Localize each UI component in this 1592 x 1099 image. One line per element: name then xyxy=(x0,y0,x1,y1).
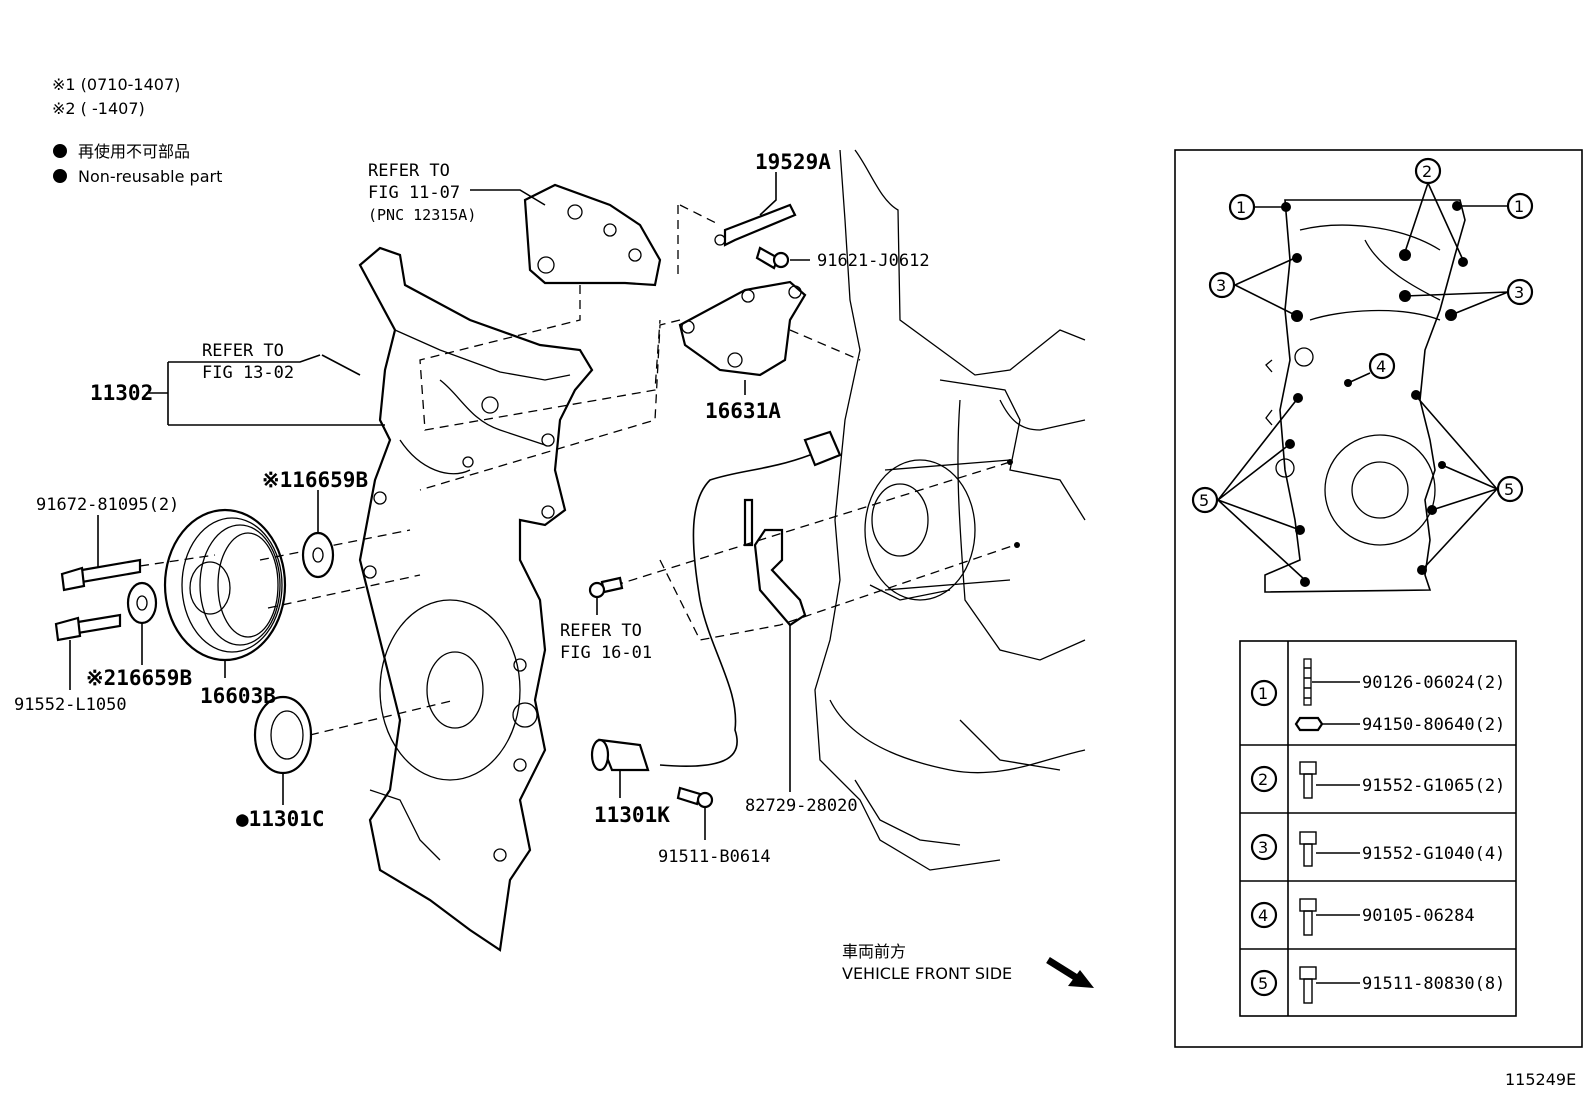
crank-pulley xyxy=(163,508,421,662)
legend-jp: 再使用不可部品 xyxy=(78,142,190,161)
leader-lines xyxy=(69,172,810,840)
bracket-19529A xyxy=(679,203,797,247)
bolt-91621 xyxy=(755,246,790,270)
non-reusable-dot-icon xyxy=(53,144,67,158)
part-16659B-2: ※216659B xyxy=(86,666,192,690)
table-key-3: 3 xyxy=(1258,838,1268,857)
part-91621: 91621-J0612 xyxy=(817,251,930,271)
refer-top-line1: REFER TO xyxy=(368,161,450,181)
note-2: ※2 ( -1407) xyxy=(52,99,145,118)
timing-cover-drawing xyxy=(358,246,594,952)
bolt-91672 xyxy=(60,554,216,592)
legend-en: Non-reusable part xyxy=(78,167,222,186)
bolt-fig-16-01 xyxy=(588,576,624,599)
part-16659B-1: ※116659B xyxy=(262,468,368,492)
part-16631A: 16631A xyxy=(705,399,781,423)
table-part-94150: 94150-80640(2) xyxy=(1362,715,1505,735)
direction-jp: 車両前方 xyxy=(842,942,906,961)
oil-seal-11301C xyxy=(253,695,456,775)
bolt-91552-L1050 xyxy=(54,613,122,642)
table-part-90126: 90126-06024(2) xyxy=(1362,673,1505,693)
part-16603B: 16603B xyxy=(200,684,276,708)
inset-marker-2: 2 xyxy=(1422,162,1432,181)
table-key-2: 2 xyxy=(1258,770,1268,789)
part-11301K: 11301K xyxy=(594,803,670,827)
engine-block-drawing xyxy=(814,149,1086,871)
sensor-harness xyxy=(590,430,1016,772)
bolt-91511 xyxy=(676,786,714,809)
inset-marker-5b: 5 xyxy=(1504,480,1514,499)
washer-16659B-1 xyxy=(301,531,335,579)
engine-mount-bracket xyxy=(419,183,679,431)
figure-id: 115249E xyxy=(1505,1070,1576,1089)
refer-left-line1: REFER TO xyxy=(202,341,284,361)
note-1: ※1 (0710-1407) xyxy=(52,75,180,94)
table-key-4: 4 xyxy=(1258,906,1268,925)
part-91672: 91672-81095(2) xyxy=(36,495,179,515)
inset-marker-1b: 1 xyxy=(1514,197,1524,216)
refer-mid-line2: FIG 16-01 xyxy=(560,643,652,663)
table-key-5: 5 xyxy=(1258,974,1268,993)
table-key-1: 1 xyxy=(1258,684,1268,703)
part-11301C: ●11301C xyxy=(236,807,325,831)
washer-16659B-2 xyxy=(126,581,158,625)
inset-marker-3a: 3 xyxy=(1216,276,1226,295)
table-part-90105: 90105-06284 xyxy=(1362,906,1475,926)
inset-marker-4: 4 xyxy=(1376,357,1386,376)
refer-mid-line1: REFER TO xyxy=(560,621,642,641)
table-part-91552-G1065: 91552-G1065(2) xyxy=(1362,776,1505,796)
inset-panel: 1 1 2 3 3 4 5 5 1 90126-06024(2) 94150-8… xyxy=(1174,149,1583,1048)
refer-top-line3: (PNC 12315A) xyxy=(368,206,476,224)
stud-bolt xyxy=(321,354,361,376)
part-91552-L1050: 91552-L1050 xyxy=(14,695,127,715)
part-19529A: 19529A xyxy=(755,150,831,174)
direction-en: VEHICLE FRONT SIDE xyxy=(842,964,1012,983)
inset-marker-1a: 1 xyxy=(1236,198,1246,217)
table-part-91511-80830: 91511-80830(8) xyxy=(1362,974,1505,994)
refer-left-line2: FIG 13-02 xyxy=(202,363,294,383)
refer-top-line2: FIG 11-07 xyxy=(368,183,460,203)
part-11302: 11302 xyxy=(90,381,153,405)
front-arrow-icon xyxy=(1046,957,1094,988)
non-reusable-dot-icon xyxy=(53,169,67,183)
inset-marker-5a: 5 xyxy=(1199,491,1209,510)
inset-marker-3b: 3 xyxy=(1514,283,1524,302)
table-part-91552-G1040: 91552-G1040(4) xyxy=(1362,844,1505,864)
bracket-16631A xyxy=(419,280,861,491)
part-91511-B0614: 91511-B0614 xyxy=(658,847,771,867)
part-82729: 82729-28020 xyxy=(745,796,858,816)
